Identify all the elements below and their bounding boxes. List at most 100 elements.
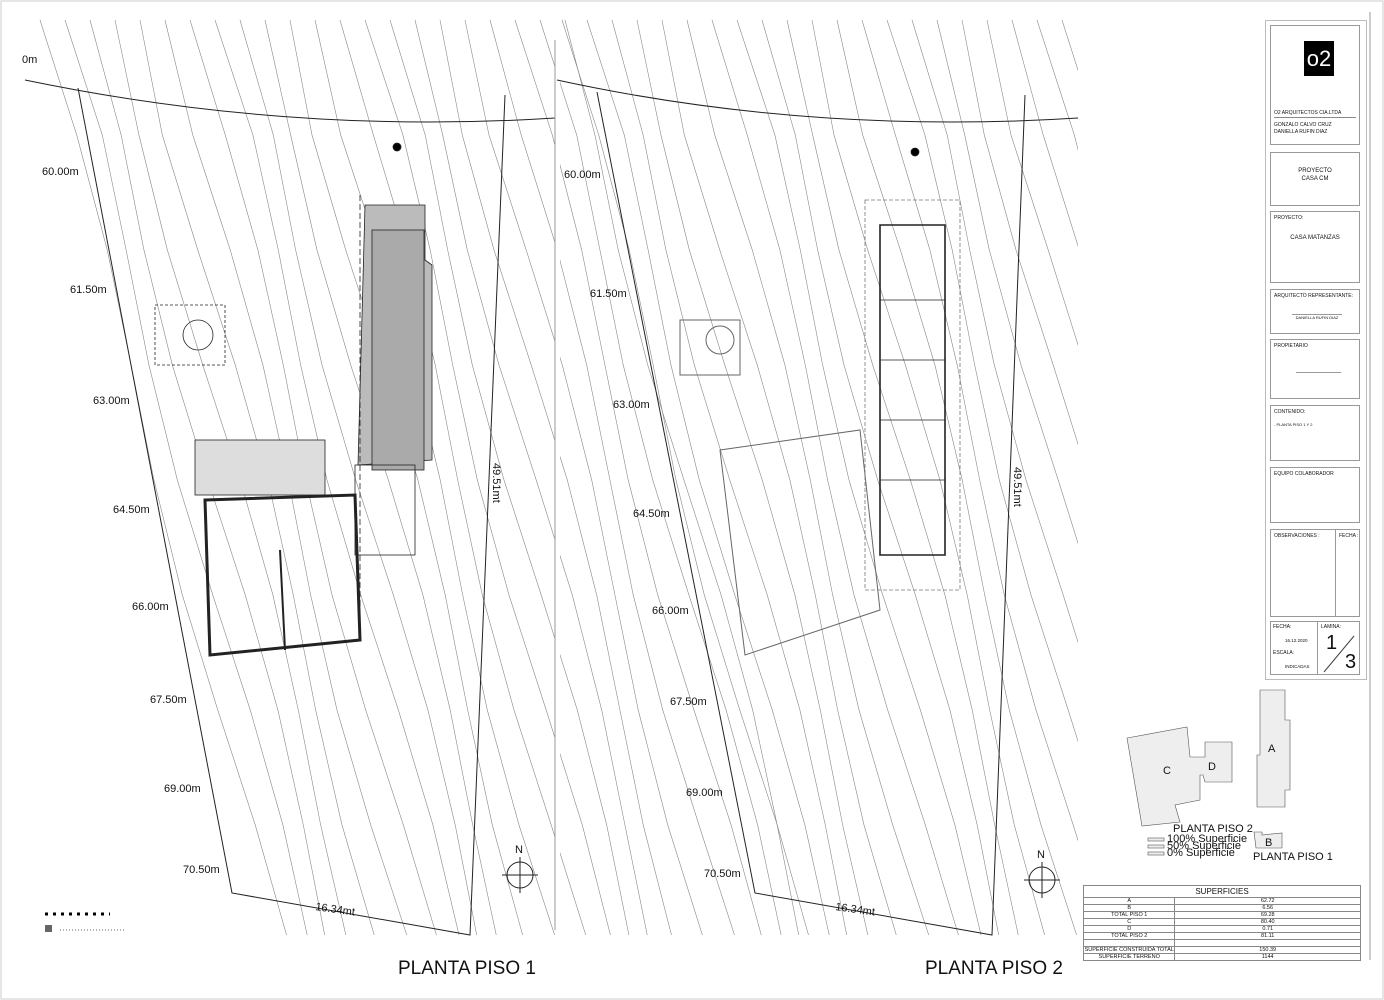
- north-arrow-icon: N: [502, 844, 538, 893]
- architect-rep-box: ARQUITECTO REPRESENTANTE: DANIELLA RUFIN…: [1270, 289, 1360, 334]
- elevation-label: 60.00m: [564, 169, 601, 181]
- contour-line: [39, 19, 289, 935]
- content-box: CONTENIDO: - PLANTA PISO 1 Y 2: [1270, 405, 1360, 461]
- surface-label: [1082, 939, 1176, 947]
- sheet-slash: [1323, 635, 1355, 673]
- contour-line: [711, 19, 961, 935]
- key-plan-floor2-label: PLANTA PISO 2: [1173, 823, 1253, 835]
- contour-line: [514, 19, 763, 935]
- area-label: B: [1265, 837, 1272, 849]
- legend-item: 0% Superficie: [1167, 847, 1235, 859]
- project-label: PROYECTO:: [1274, 215, 1304, 221]
- area-label: D: [1208, 761, 1216, 773]
- elevation-label: 70.50m: [704, 868, 741, 880]
- contour-line: [836, 19, 1078, 935]
- elevation-label: 70.50m: [183, 864, 220, 876]
- owner-signature-line: [1296, 372, 1341, 373]
- owner-label: PROPIETARIO: [1274, 343, 1308, 349]
- observations-box: OBSERVACIONES : FECHA :: [1270, 529, 1360, 617]
- surface-value: 62.72: [1174, 897, 1361, 905]
- content-label: CONTENIDO:: [1274, 409, 1306, 415]
- elevation-label: 63.00m: [613, 399, 650, 411]
- floor-plan-2: [864, 147, 961, 591]
- rep-name: DANIELLA RUFIN DIAZ: [1292, 314, 1342, 321]
- architects-list: GONZALO CALVO CRUZ DANIELLA RUFIN DIAZ: [1274, 122, 1332, 136]
- legend-item: 50% Superficie: [1167, 840, 1241, 852]
- surface-label: B: [1082, 904, 1176, 912]
- surface-value: 1144: [1174, 953, 1361, 961]
- contour-line: [414, 19, 649, 935]
- elevation-label: 66.00m: [652, 605, 689, 617]
- surface-label: A: [1082, 897, 1176, 905]
- legend-item: 100% Superficie: [1167, 833, 1247, 845]
- surface-label: SUPERFICIE TERRENO: [1082, 953, 1176, 961]
- elevation-label: 64.50m: [113, 504, 150, 516]
- contour-line: [761, 19, 1000, 935]
- elevation-label: 69.00m: [164, 783, 201, 795]
- surface-row: [1082, 939, 1361, 947]
- rep-label: ARQUITECTO REPRESENTANTE:: [1274, 293, 1353, 299]
- front-dimension: 16.34mt: [835, 901, 876, 918]
- contour-line: [661, 19, 898, 935]
- contour-line: [564, 19, 800, 935]
- project-name-box: PROYECTO: CASA MATANZAS: [1270, 211, 1360, 283]
- contour-line: [961, 19, 1078, 935]
- key-plan: C D A B PLANTA PISO 2 PLANTA PISO 1 100%…: [1126, 689, 1333, 863]
- area-label: C: [1163, 765, 1171, 777]
- project-short: CASA CM: [1301, 176, 1329, 182]
- contour-line: [936, 19, 1078, 935]
- north-arrow-icon: N: [1024, 849, 1060, 898]
- contour-line: [289, 19, 525, 935]
- contour-line: [861, 19, 1078, 935]
- contour-line: [986, 19, 1078, 935]
- contour-line: [1011, 19, 1078, 935]
- elevation-label: 60.00m: [42, 166, 79, 178]
- contour-line: [239, 19, 478, 935]
- content-value: - PLANTA PISO 1 Y 2: [1274, 422, 1313, 427]
- elevation-label: 63.00m: [93, 395, 130, 407]
- contour-line: [314, 19, 557, 935]
- project-box: PROYECTO CASA CM: [1270, 152, 1360, 206]
- scale-value: INDICADAS: [1285, 664, 1310, 669]
- firm-box: o2 O2 ARQUITECTOS CIA.LTDA GONZALO CALVO…: [1270, 25, 1360, 145]
- contour-line: [539, 19, 783, 935]
- elevation-label: 64.50m: [633, 508, 670, 520]
- surface-label: TOTAL PISO 1: [1082, 911, 1176, 919]
- contour-line: [364, 19, 612, 935]
- observations-label: OBSERVACIONES :: [1271, 530, 1336, 616]
- elevation-label: 67.50m: [670, 696, 707, 708]
- architect-name: GONZALO CALVO CRUZ: [1274, 122, 1332, 128]
- owner-box: PROPIETARIO: [1270, 339, 1360, 399]
- surface-label: SUPERFICIE CONSTRUIDA TOTAL: [1082, 946, 1176, 954]
- contour-line: [214, 19, 461, 935]
- elevation-label: 66.00m: [132, 601, 169, 613]
- north-label: N: [515, 844, 523, 856]
- surface-label: D: [1082, 925, 1176, 933]
- firm-name: O2 ARQUITECTOS CIA.LTDA: [1274, 110, 1356, 118]
- surface-value: 0.71: [1174, 925, 1361, 933]
- side-dimension: 49.51mt: [1011, 467, 1023, 507]
- elevation-labels-2: 60.00m 61.50m 63.00m 64.50m 66.00m 67.50…: [564, 169, 1023, 919]
- cut-label: 0m: [22, 54, 37, 66]
- project-name: CASA MATANZAS: [1290, 235, 1340, 241]
- firm-logo: o2: [1304, 41, 1334, 76]
- elevation-labels-1: 60.00m 61.50m 63.00m 64.50m 66.00m 67.50…: [22, 54, 502, 919]
- sheet-label: LAMINA:: [1321, 624, 1342, 630]
- contour-line: [686, 19, 931, 935]
- date-label: FECHA:: [1273, 624, 1292, 630]
- floor-plan-1: [154, 142, 433, 657]
- contour-line: [339, 19, 588, 935]
- key-plan-floor1-label: PLANTA PISO 1: [1253, 851, 1333, 863]
- north-label: N: [1037, 849, 1045, 861]
- site-plot-2: [556, 79, 1079, 936]
- contour-line: [264, 19, 498, 935]
- architect-name: DANIELLA RUFIN DIAZ: [1274, 129, 1328, 135]
- surface-value: 6.56: [1174, 904, 1361, 912]
